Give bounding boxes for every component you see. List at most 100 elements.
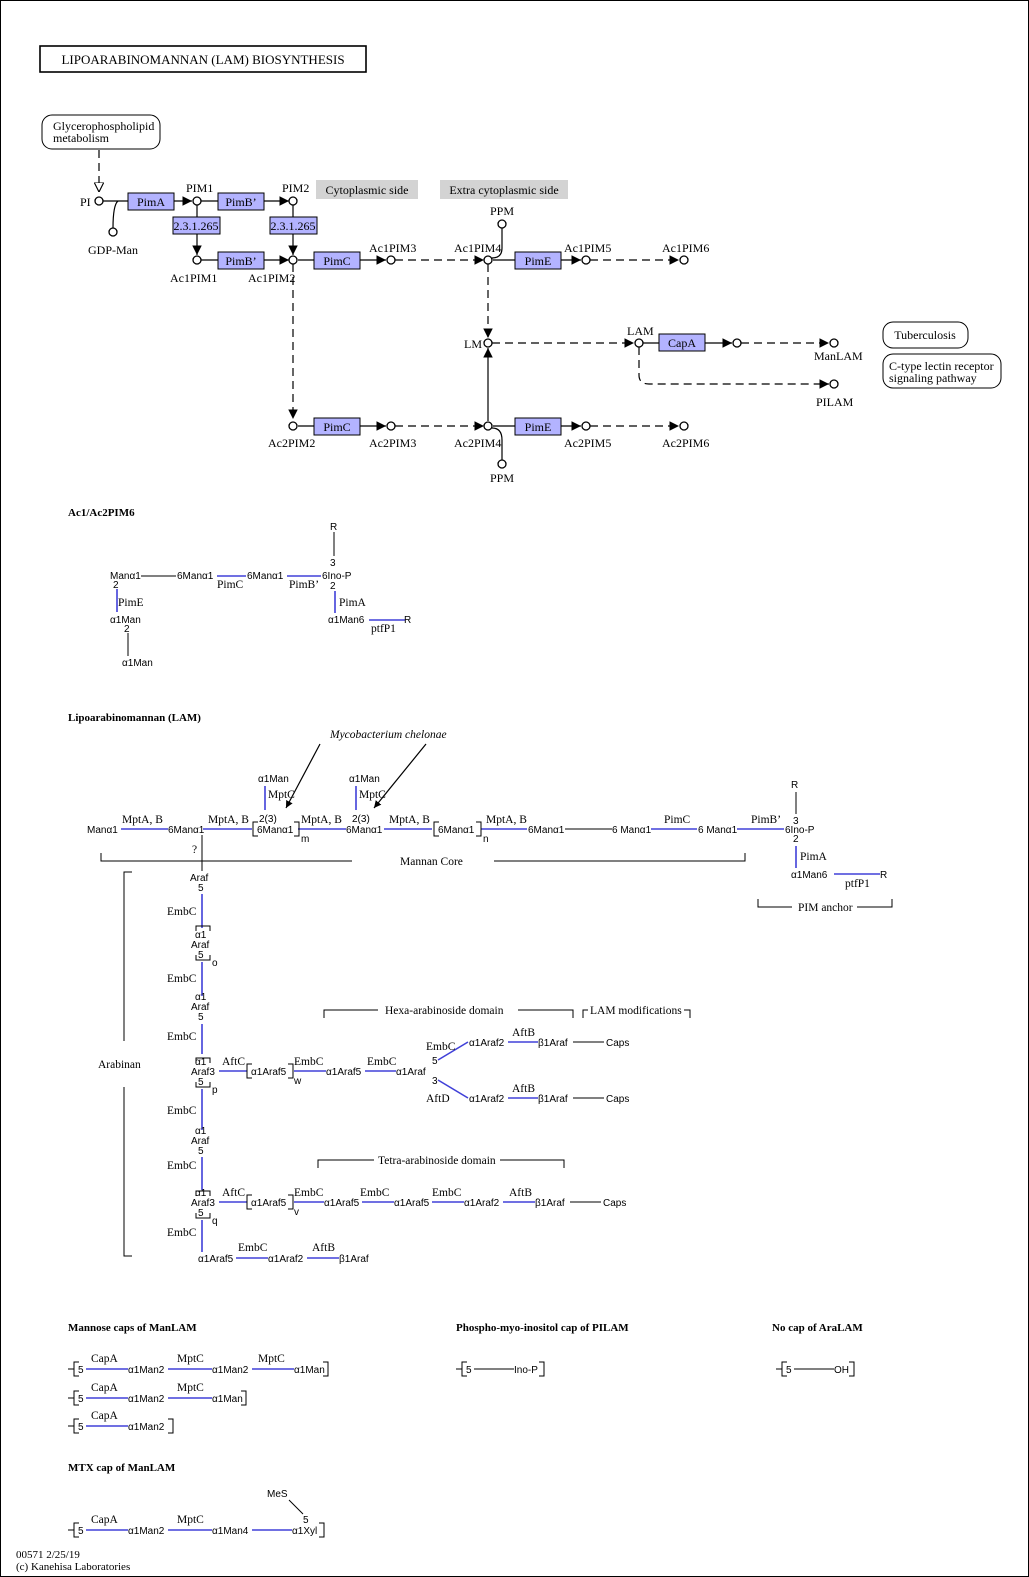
svg-text:MptA, B: MptA, B: [208, 814, 249, 826]
svg-text:Caps: Caps: [606, 1038, 629, 1049]
svg-text:R: R: [330, 522, 337, 533]
section-mtx: MTX cap of ManLAM: [68, 1462, 176, 1474]
svg-text:2(3): 2(3): [352, 814, 370, 825]
svg-text:α1Araf5: α1Araf5: [324, 1198, 360, 1209]
enzyme-ec-2-3-1-265-a[interactable]: 2.3.1.265: [172, 216, 221, 235]
pilam-cap: 5 Ino-P: [456, 1361, 545, 1377]
svg-text:EmbC: EmbC: [167, 1160, 197, 1172]
svg-text:α1Araf5: α1Araf5: [251, 1198, 287, 1209]
svg-text:o: o: [212, 958, 218, 969]
svg-text:Ac1PIM4: Ac1PIM4: [454, 241, 501, 255]
map-link-ctype-lectin[interactable]: C-type lectin receptor signaling pathway: [882, 353, 1002, 389]
section-mannose-caps: Mannose caps of ManLAM: [68, 1322, 197, 1334]
enzyme-pima[interactable]: PimA: [127, 192, 175, 211]
svg-text:PimE: PimE: [118, 597, 144, 609]
svg-text:OH: OH: [834, 1365, 849, 1376]
svg-text:5: 5: [466, 1365, 472, 1376]
svg-text:EmbC: EmbC: [294, 1187, 324, 1199]
svg-text:Ac2PIM6: Ac2PIM6: [662, 436, 709, 450]
svg-text:β1Araf: β1Araf: [339, 1254, 369, 1265]
svg-text:MeS: MeS: [267, 1489, 288, 1500]
svg-text:EmbC: EmbC: [238, 1242, 268, 1254]
svg-text:EmbC: EmbC: [426, 1041, 456, 1053]
svg-text:6Manα1: 6Manα1: [168, 825, 205, 836]
enzyme-pimb-1[interactable]: PimB’: [217, 192, 265, 211]
svg-text:6Ino-P: 6Ino-P: [322, 571, 352, 582]
svg-text:β1Araf: β1Araf: [535, 1198, 565, 1209]
svg-text:CapA: CapA: [91, 1353, 119, 1365]
svg-text:α1Araf2: α1Araf2: [469, 1094, 505, 1105]
enzyme-pime-2[interactable]: PimE: [514, 417, 562, 436]
svg-text:α1Man: α1Man: [258, 774, 289, 785]
svg-text:5: 5: [303, 1515, 309, 1526]
map-title: LIPOARABINOMANNAN (LAM) BIOSYNTHESIS: [61, 52, 344, 67]
svg-text:AftB: AftB: [509, 1187, 532, 1199]
svg-text:α1Araf2: α1Araf2: [268, 1254, 304, 1265]
svg-text:α1Man: α1Man: [110, 615, 141, 626]
svg-text:AftC: AftC: [222, 1056, 245, 1068]
svg-text:EmbC: EmbC: [294, 1056, 324, 1068]
enzyme-pimc-1[interactable]: PimC: [313, 251, 361, 270]
svg-text:Ac1PIM6: Ac1PIM6: [662, 241, 709, 255]
svg-text:ptfP1: ptfP1: [845, 878, 870, 890]
svg-text:2.3.1.265: 2.3.1.265: [174, 219, 219, 233]
svg-text:3: 3: [793, 816, 799, 827]
svg-text:ptfP1: ptfP1: [371, 623, 396, 635]
svg-text:Ac2PIM5: Ac2PIM5: [564, 436, 611, 450]
svg-text:α1Araf2: α1Araf2: [464, 1198, 500, 1209]
compound-nodes[interactable]: [94, 196, 839, 469]
svg-text:CapA: CapA: [91, 1382, 119, 1394]
extra-side-box: [440, 180, 568, 199]
svg-text:α1Man2: α1Man2: [128, 1394, 165, 1405]
svg-text:6Manα1: 6Manα1: [257, 825, 294, 836]
map-link-tuberculosis[interactable]: Tuberculosis: [882, 321, 969, 349]
svg-text:Caps: Caps: [606, 1094, 629, 1105]
svg-text:PIM anchor: PIM anchor: [798, 902, 853, 914]
svg-text:PPM: PPM: [490, 204, 514, 218]
svg-text:p: p: [212, 1085, 218, 1096]
svg-text:PimB’: PimB’: [225, 254, 256, 268]
svg-text:β1Araf: β1Araf: [538, 1094, 568, 1105]
svg-text:Caps: Caps: [603, 1198, 626, 1209]
svg-text:PimE: PimE: [525, 420, 552, 434]
svg-text:5: 5: [198, 950, 204, 961]
enzyme-pimb-2[interactable]: PimB’: [217, 251, 265, 270]
svg-text:R: R: [880, 870, 887, 881]
svg-text:Ac1PIM2: Ac1PIM2: [248, 271, 295, 285]
enzyme-pime-1[interactable]: PimE: [514, 251, 562, 270]
svg-text:5: 5: [198, 883, 204, 894]
svg-text:α1Man4: α1Man4: [212, 1526, 249, 1537]
svg-text:α1Man: α1Man: [122, 658, 153, 669]
map-link-glycerophospholipid[interactable]: Glycerophospholipid metabolism: [41, 114, 161, 150]
svg-text:5: 5: [198, 1146, 204, 1157]
svg-text:PIM1: PIM1: [186, 181, 213, 195]
svg-text:5: 5: [432, 1056, 438, 1067]
svg-text:2(3): 2(3): [259, 814, 277, 825]
svg-text:EmbC: EmbC: [167, 1227, 197, 1239]
svg-text:Glycerophospholipid: Glycerophospholipid: [53, 119, 154, 133]
svg-text:PI: PI: [80, 195, 91, 209]
svg-text:6Manα1: 6Manα1: [528, 825, 565, 836]
enzyme-pimc-2[interactable]: PimC: [313, 417, 361, 436]
svg-text:MptA, B: MptA, B: [486, 814, 527, 826]
svg-text:MptC: MptC: [177, 1514, 204, 1526]
section-pim6: Ac1/Ac2PIM6: [68, 507, 135, 519]
svg-text:α1Man6: α1Man6: [791, 870, 828, 881]
svg-text:5: 5: [78, 1526, 84, 1537]
svg-text:5: 5: [78, 1422, 84, 1433]
svg-text:3: 3: [432, 1076, 438, 1087]
svg-text:Ino-P: Ino-P: [514, 1365, 538, 1376]
svg-text:Araf3: Araf3: [191, 1067, 215, 1078]
title-box: [39, 45, 367, 73]
svg-text:6Ino-P: 6Ino-P: [785, 825, 815, 836]
enzyme-ec-2-3-1-265-b[interactable]: 2.3.1.265: [269, 216, 318, 235]
enzyme-capa[interactable]: CapA: [658, 333, 706, 352]
svg-text:AftB: AftB: [512, 1027, 535, 1039]
svg-text:m: m: [301, 834, 309, 845]
svg-text:R: R: [791, 780, 798, 791]
svg-text:α1: α1: [195, 930, 207, 941]
svg-text:EmbC: EmbC: [167, 1031, 197, 1043]
svg-text:EmbC: EmbC: [367, 1056, 397, 1068]
svg-text:5: 5: [198, 1077, 204, 1088]
